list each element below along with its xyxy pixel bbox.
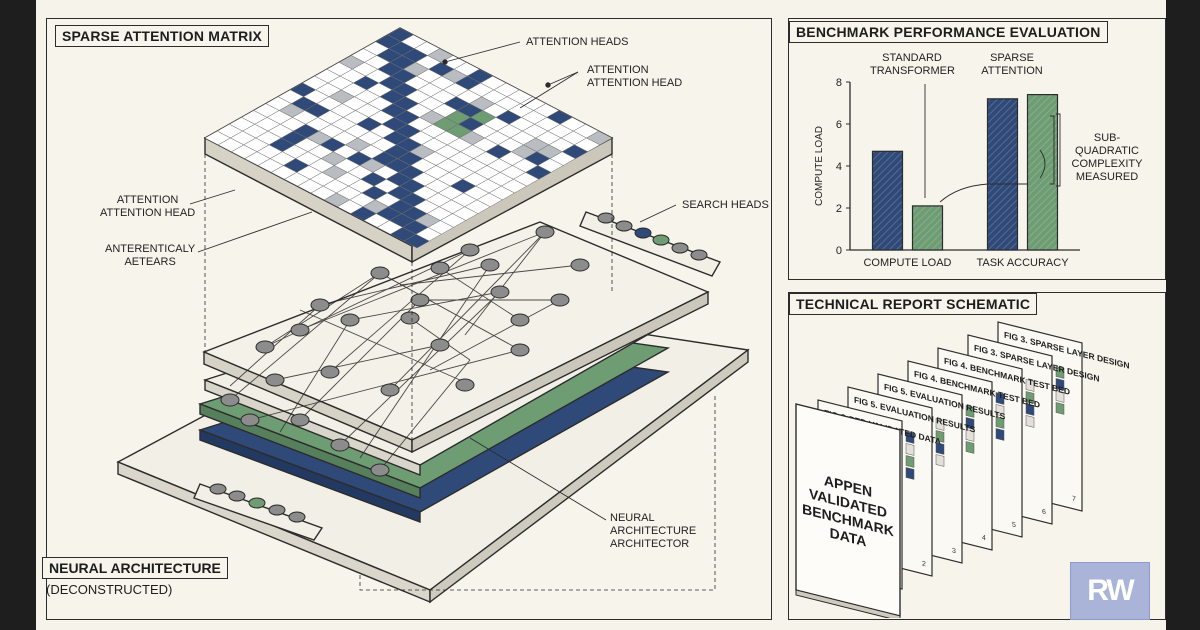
label-attention-head-left-line2: ATTENTION HEAD xyxy=(100,207,196,219)
label-anterenticaly-line1: ANTERENTICALY xyxy=(105,243,196,255)
report-page-number: 4 xyxy=(982,534,986,543)
panel-title: SPARSE ATTENTION MATRIX xyxy=(55,25,270,47)
matrix-cell xyxy=(403,233,430,249)
neural-architecture-diagram xyxy=(116,27,750,604)
footer-title: NEURAL ARCHITECTURE xyxy=(42,557,228,579)
y-tick-label: 8 xyxy=(836,77,842,89)
label-attention-head-top-line2: ATTENTION HEAD xyxy=(587,77,683,89)
y-axis-label: COMPUTE LOAD xyxy=(814,126,825,206)
annotation-sub-quadratic: SUB-QUADRATIC COMPLEXITY MEASURED xyxy=(1064,132,1150,184)
annotation-sparse-attention: SPARSE ATTENTION xyxy=(972,52,1052,78)
label-neural-line3: ARCHITECTOR xyxy=(610,538,690,550)
annotation-sparse-line1: SPARSE xyxy=(990,52,1034,64)
report-page-number: 5 xyxy=(1012,521,1016,530)
attention-matrix-grid xyxy=(204,27,613,249)
annotation-subq-line3: MEASURED xyxy=(1075,171,1139,183)
benchmark-panel: BENCHMARK PERFORMANCE EVALUATION xyxy=(788,18,1166,280)
y-tick-label: 4 xyxy=(836,161,842,173)
y-tick-label: 0 xyxy=(836,245,842,257)
report-page-number: 3 xyxy=(952,547,956,556)
label-anterenticaly: ANTERENTICALY AETEARS xyxy=(105,243,195,269)
category-label: COMPUTE LOAD xyxy=(863,257,951,269)
bar-sparse-attention-0 xyxy=(911,205,944,251)
label-anterenticaly-line2: AETEARS xyxy=(124,256,176,268)
label-attention-head-left-line1: ATTENTION xyxy=(116,194,179,206)
annotation-subq-line2: COMPLEXITY xyxy=(1071,158,1143,170)
label-attention-head-left: ATTENTION ATTENTION HEAD xyxy=(100,194,195,220)
report-title: TECHNICAL REPORT SCHEMATIC xyxy=(789,293,1038,315)
bar-standard-transformer-1 xyxy=(986,98,1019,251)
report-page-number: 6 xyxy=(1042,508,1046,517)
chart-connectors xyxy=(924,84,1061,203)
y-tick-label: 6 xyxy=(836,119,842,131)
benchmark-title: BENCHMARK PERFORMANCE EVALUATION xyxy=(789,21,1108,43)
report-page-number: 2 xyxy=(922,560,926,569)
annotation-subq-line1: SUB-QUADRATIC xyxy=(1075,132,1139,157)
label-neural-line2: ARCHITECTURE xyxy=(610,525,697,537)
y-tick-label: 2 xyxy=(836,203,842,215)
bar-sparse-attention-1 xyxy=(1026,93,1059,251)
label-attention-head-top: ATTENTION ATTENTION HEAD xyxy=(587,64,682,90)
bracket xyxy=(1050,115,1055,185)
footer-subtitle: (DECONSTRUCTED) xyxy=(46,582,173,597)
label-attention-head-top-line1: ATTENTION xyxy=(587,64,649,76)
annotation-standard-transformer: STANDARD TRANSFORMER xyxy=(870,52,955,78)
label-neural-architecture: NEURAL ARCHITECTURE ARCHITECTOR xyxy=(610,512,696,551)
brand-logo: RW xyxy=(1070,562,1150,620)
annotation-standard-line1: STANDARD xyxy=(882,52,942,64)
brand-logo-text: RW xyxy=(1087,574,1134,607)
report-page-number: 7 xyxy=(1072,495,1076,504)
annotation-sparse-line2: ATTENTION xyxy=(981,65,1043,77)
category-label: TASK ACCURACY xyxy=(976,257,1069,269)
label-search-heads: SEARCH HEADS xyxy=(682,199,769,211)
label-attention-heads: ATTENTION HEADS xyxy=(526,36,629,48)
label-neural-line1: NEURAL xyxy=(610,512,655,524)
annotation-standard-line2: TRANSFORMER xyxy=(870,65,955,77)
bar-standard-transformer-0 xyxy=(871,150,904,251)
